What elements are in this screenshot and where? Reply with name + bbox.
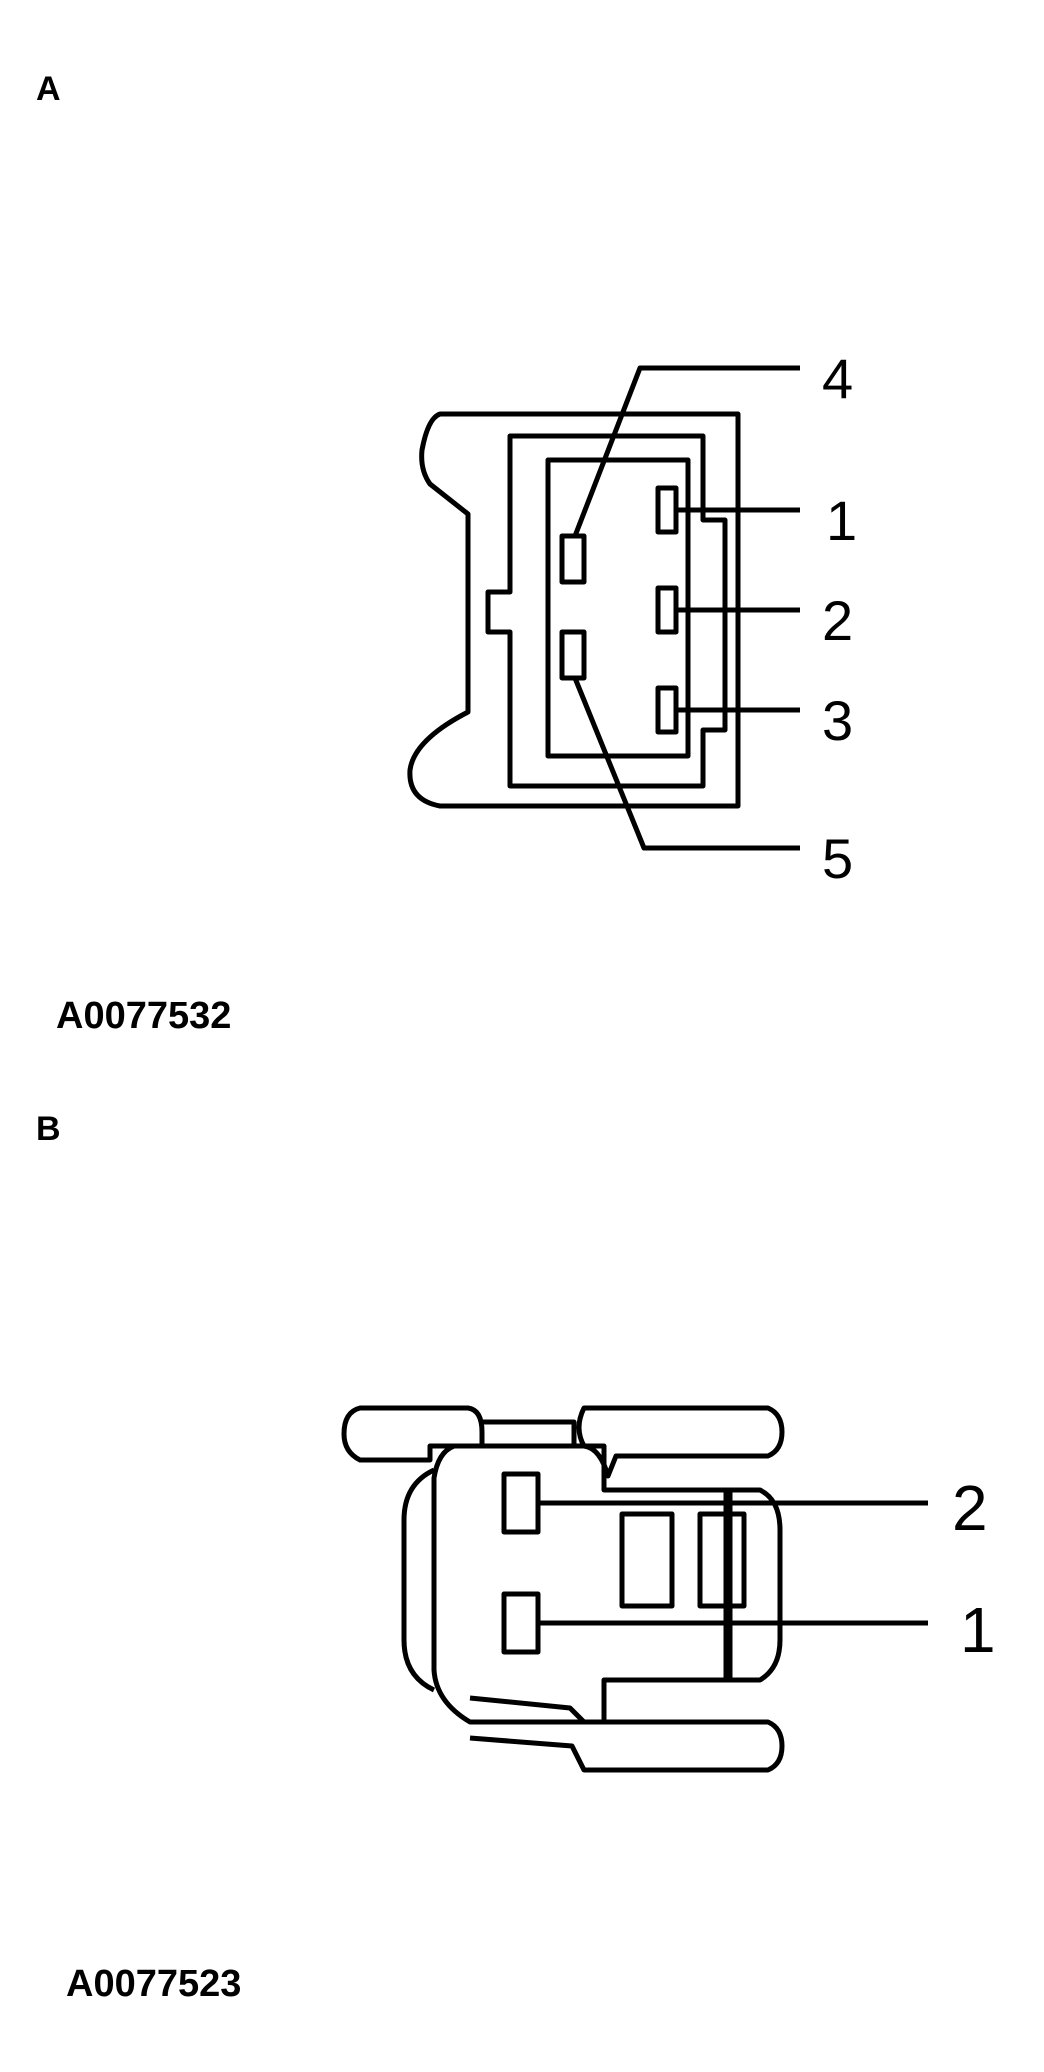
connector-a-leader-5	[572, 677, 800, 851]
connector-b-latch-center	[619, 1511, 675, 1609]
connector-a-pin-label-4: 4	[822, 347, 853, 410]
connector-a-pin-label-3: 3	[822, 689, 853, 752]
connector-b-left-shell	[401, 1467, 436, 1693]
connector-a	[407, 365, 800, 851]
connector-a-pin-5	[559, 629, 587, 681]
panel-label-b: B	[36, 1110, 61, 1148]
connector-a-pin-label-2: 2	[822, 589, 853, 652]
connector-b-bottom-tab	[469, 1695, 785, 1773]
connector-a-cavity-frame	[545, 457, 691, 759]
reference-code-a: A0077532	[56, 995, 231, 1037]
connector-b-pin-2	[501, 1471, 541, 1535]
reference-code-b: A0077523	[66, 1963, 241, 2005]
connector-b-right-end	[730, 1487, 783, 1683]
connector-a-pin-label-1: 1	[826, 489, 857, 552]
connector-b-main-body	[431, 1443, 733, 1725]
panel-label-a: A	[36, 70, 61, 108]
connector-a-pin-4	[559, 533, 587, 585]
connector-a-pin-3	[655, 685, 679, 735]
connector-b-top-tab-right	[576, 1405, 785, 1479]
connector-b-pin-1	[501, 1591, 541, 1655]
connector-a-leader-4	[572, 365, 800, 537]
connector-b-top-tab-left	[341, 1405, 485, 1463]
connector-a-pin-1	[655, 485, 679, 535]
connector-b	[341, 1405, 928, 1773]
connector-a-outer-housing	[407, 411, 741, 809]
connector-b-pin-label-1: 1	[960, 1594, 996, 1666]
connector-a-inner-body	[485, 433, 728, 789]
connector-b-top-bridge	[482, 1419, 577, 1446]
connector-b-pin-label-2: 2	[952, 1472, 988, 1544]
connector-a-pin-2	[655, 585, 679, 635]
connector-a-pin-label-5: 5	[822, 827, 853, 890]
connector-b-latch-right	[697, 1511, 747, 1609]
